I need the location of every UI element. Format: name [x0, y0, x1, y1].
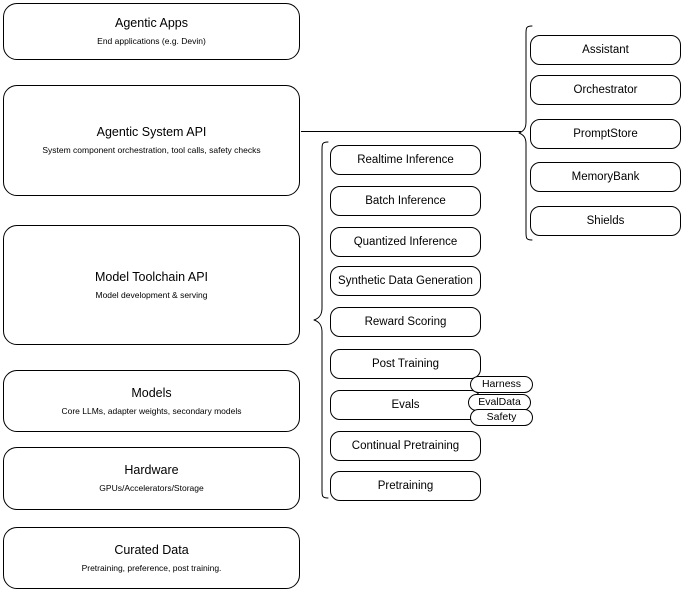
capability-batch-inference[interactable]: Batch Inference: [330, 186, 481, 216]
system-component-memorybank[interactable]: MemoryBank: [530, 162, 681, 192]
layer-model-toolchain-api[interactable]: Model Toolchain API Model development & …: [3, 225, 300, 345]
layer-title: Agentic Apps: [115, 16, 188, 31]
evals-subcomponent-label: EvalData: [478, 395, 521, 408]
capability-label: Post Training: [371, 357, 440, 370]
evals-subcomponent-harness[interactable]: Harness: [470, 376, 533, 393]
system-component-assistant[interactable]: Assistant: [530, 35, 681, 65]
capability-evals[interactable]: Evals: [330, 390, 481, 420]
layer-title: Curated Data: [114, 542, 189, 557]
connector-system-api-to-components: [301, 131, 521, 132]
layer-title: Agentic System API: [96, 125, 207, 140]
layer-hardware[interactable]: Hardware GPUs/Accelerators/Storage: [3, 447, 300, 510]
layer-subtitle: Model development & serving: [95, 289, 208, 300]
layer-models[interactable]: Models Core LLMs, adapter weights, secon…: [3, 370, 300, 432]
evals-subcomponent-label: Safety: [486, 410, 517, 423]
capability-label: Quantized Inference: [353, 235, 458, 248]
capability-label: Realtime Inference: [357, 153, 454, 166]
capability-label: Reward Scoring: [364, 315, 447, 328]
capability-label: Evals: [391, 398, 420, 411]
system-component-label: PromptStore: [573, 127, 638, 140]
capability-label: Pretraining: [377, 479, 434, 492]
capability-synthetic-data-generation[interactable]: Synthetic Data Generation: [330, 266, 481, 296]
capability-reward-scoring[interactable]: Reward Scoring: [330, 307, 481, 337]
capability-realtime-inference[interactable]: Realtime Inference: [330, 145, 481, 175]
layer-subtitle: System component orchestration, tool cal…: [42, 145, 261, 155]
capability-label: Batch Inference: [365, 194, 446, 207]
system-component-label: Assistant: [582, 43, 629, 56]
layer-agentic-system-api[interactable]: Agentic System API System component orch…: [3, 85, 300, 196]
layer-subtitle: GPUs/Accelerators/Storage: [99, 483, 204, 493]
layer-title: Model Toolchain API: [94, 269, 209, 284]
system-component-label: Orchestrator: [573, 83, 638, 96]
layer-subtitle: End applications (e.g. Devin): [97, 36, 206, 46]
layer-title: Hardware: [124, 463, 179, 478]
layer-title: Models: [131, 385, 172, 400]
brace-toolchain-capabilities: [313, 141, 329, 499]
capability-post-training[interactable]: Post Training: [330, 349, 481, 379]
layer-agentic-apps[interactable]: Agentic Apps End applications (e.g. Devi…: [3, 3, 300, 60]
capability-label: Continual Pretraining: [351, 439, 460, 452]
evals-subcomponent-label: Harness: [481, 377, 522, 390]
layer-curated-data[interactable]: Curated Data Pretraining, preference, po…: [3, 527, 300, 589]
capability-pretraining[interactable]: Pretraining: [330, 471, 481, 501]
system-component-label: Shields: [586, 214, 625, 227]
evals-subcomponent-safety[interactable]: Safety: [470, 409, 533, 426]
layer-subtitle: Core LLMs, adapter weights, secondary mo…: [61, 405, 242, 416]
system-component-label: MemoryBank: [571, 170, 640, 183]
layer-subtitle: Pretraining, preference, post training.: [81, 562, 222, 573]
capability-quantized-inference[interactable]: Quantized Inference: [330, 227, 481, 257]
capability-label: Synthetic Data Generation: [338, 274, 473, 287]
system-component-orchestrator[interactable]: Orchestrator: [530, 75, 681, 105]
brace-system-components: [518, 25, 533, 241]
system-component-promptstore[interactable]: PromptStore: [530, 119, 681, 149]
system-component-shields[interactable]: Shields: [530, 206, 681, 236]
capability-continual-pretraining[interactable]: Continual Pretraining: [330, 431, 481, 461]
